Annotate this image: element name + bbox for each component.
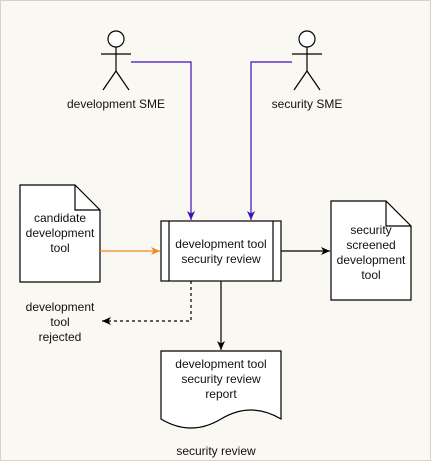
edge-review-to-rejected [102, 281, 192, 325]
screened-tool-label: security screened development tool [331, 223, 411, 283]
review-report-line-1: development tool [175, 357, 267, 371]
review-report-label: development tool security review report [161, 357, 281, 402]
edge-dev-sme-to-review [131, 61, 195, 220]
review-process-shape [160, 220, 282, 282]
edge-sec-sme-to-review [247, 61, 292, 220]
security-sme-actor-icon [292, 30, 322, 91]
candidate-tool-line-1: candidate [33, 211, 87, 225]
review-process-line-1: development tool [175, 237, 267, 251]
candidate-tool-label: candidate development tool [20, 211, 100, 256]
review-report-line-2: security review [181, 372, 261, 386]
candidate-fold-line [74, 185, 100, 211]
review-process-line-2: security review [181, 252, 261, 266]
screened-tool-line-2: screened [346, 238, 396, 252]
screened-tool-line-3: development [336, 253, 406, 267]
screened-tool-line-1: security [350, 223, 392, 237]
rejected-tool-label: development tool rejected [15, 300, 105, 345]
screened-fold-line [385, 201, 411, 227]
candidate-tool-document-shape [19, 184, 101, 283]
review-report-document-shape [160, 350, 282, 429]
diagram-caption: security review [176, 444, 256, 458]
development-sme-actor-icon [101, 30, 131, 91]
development-sme-label: development SME [66, 97, 166, 111]
candidate-tool-line-2: development [25, 226, 95, 240]
candidate-tool-line-3: tool [50, 241, 70, 255]
rejected-tool-line-2: tool [50, 315, 70, 329]
rejected-tool-line-1: development [25, 300, 95, 314]
screened-tool-line-4: tool [361, 268, 381, 282]
security-sme-label: security SME [271, 97, 343, 111]
rejected-tool-line-3: rejected [38, 330, 82, 344]
review-report-line-3: report [205, 387, 237, 401]
review-process-label: development tool security review [169, 237, 273, 267]
